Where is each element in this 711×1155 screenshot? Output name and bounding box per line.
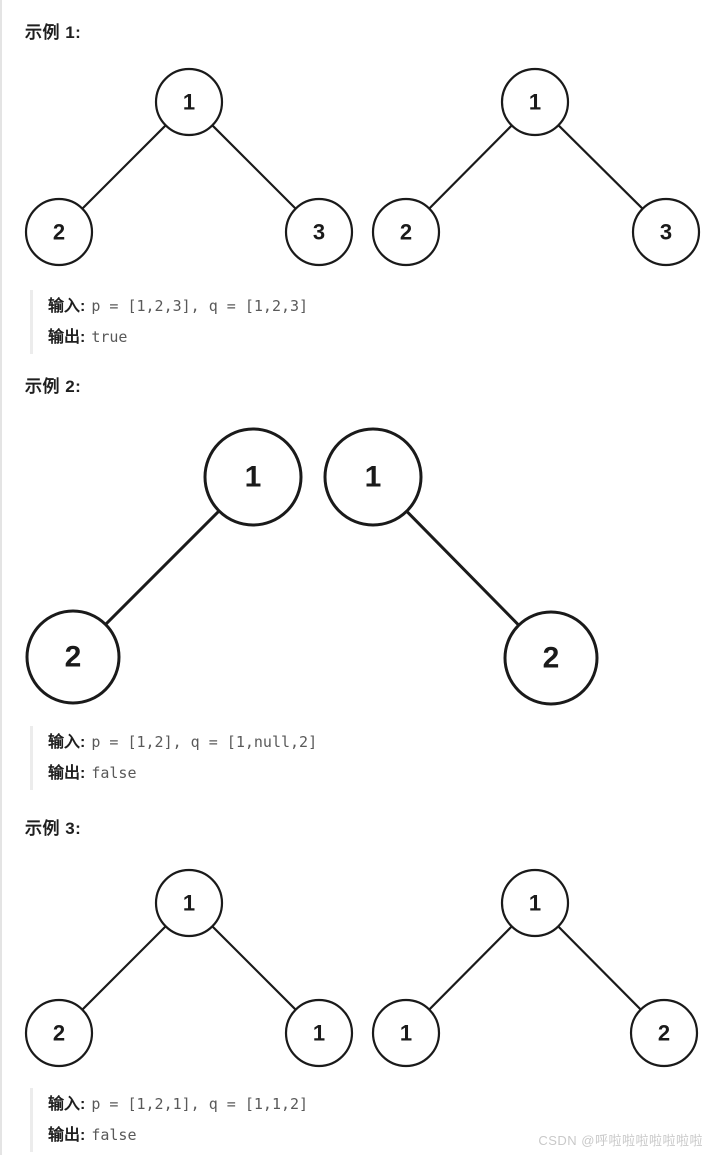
tree-node: 2 [24, 197, 94, 267]
output-line: 输出: false [48, 758, 711, 789]
node-circle [24, 998, 94, 1068]
example-3-section: 示例 3: 1 2 1 1 1 2 输入: p = [1,2,1], q = [1,1,2]… [2, 790, 711, 1152]
node-circle [631, 197, 701, 267]
node-circle [203, 427, 303, 527]
input-line: 输入: p = [1,2,1], q = [1,1,2] [48, 1089, 711, 1120]
example-3-tree-diagram: 1 2 1 1 1 2 [24, 868, 699, 1068]
tree-node: 3 [631, 197, 701, 267]
output-value: true [91, 328, 128, 346]
node-circle [284, 197, 354, 267]
tree-node: 2 [371, 197, 441, 267]
example-2-io-block: 输入: p = [1,2], q = [1,null,2] 输出: false [30, 726, 711, 790]
example-1-tree-diagram: 1 2 3 1 2 3 [24, 67, 701, 267]
tree-node: 1 [500, 868, 570, 938]
node-circle [154, 67, 224, 137]
example-1-title: 示例 1: [25, 23, 82, 42]
output-label: 输出: [48, 765, 86, 782]
input-label: 输入: [48, 734, 86, 751]
tree-node: 2 [629, 998, 699, 1068]
node-circle [500, 868, 570, 938]
node-value: 2 [543, 642, 560, 675]
node-circle [371, 998, 441, 1068]
node-value: 1 [245, 461, 262, 494]
example-1-io-block: 输入: p = [1,2,3], q = [1,2,3] 输出: true [30, 290, 711, 354]
input-value: p = [1,2], q = [1,null,2] [91, 733, 318, 751]
csdn-watermark: CSDN @呼啦啦啦啦啦啦啦 [538, 1133, 703, 1148]
tree-node: 1 [284, 998, 354, 1068]
node-value: 3 [660, 220, 672, 245]
node-circle [154, 868, 224, 938]
input-label: 输入: [48, 298, 86, 315]
node-circle [25, 609, 121, 705]
tree-node: 1 [154, 868, 224, 938]
example-2-section: 示例 2: 1 2 1 2 输入: p = [1,2], q = [1,null,2] … [2, 354, 711, 790]
input-value: p = [1,2,1], q = [1,1,2] [91, 1095, 309, 1113]
node-value: 1 [400, 1021, 412, 1046]
node-circle [284, 998, 354, 1068]
node-circle [24, 197, 94, 267]
tree-node: 2 [503, 610, 599, 706]
node-value: 1 [183, 891, 195, 916]
node-value: 1 [365, 461, 382, 494]
node-value: 1 [183, 90, 195, 115]
tree-node: 2 [24, 998, 94, 1068]
example-2-tree-diagram: 1 2 1 2 [25, 427, 599, 706]
tree-node: 1 [371, 998, 441, 1068]
output-label: 输出: [48, 1127, 86, 1144]
input-line: 输入: p = [1,2], q = [1,null,2] [48, 727, 711, 758]
tree-node: 1 [203, 427, 303, 527]
output-line: 输出: true [48, 322, 711, 353]
node-value: 1 [529, 891, 541, 916]
node-value: 2 [65, 641, 82, 674]
output-value: false [91, 764, 137, 782]
node-circle [500, 67, 570, 137]
example-1-section: 示例 1: 1 2 3 1 2 3 输入: p = [1,2,3], q = [1,2,3]… [2, 0, 711, 354]
tree-node: 1 [500, 67, 570, 137]
node-circle [503, 610, 599, 706]
node-value: 2 [53, 1021, 65, 1046]
node-value: 2 [400, 220, 412, 245]
example-2-title: 示例 2: [25, 377, 82, 396]
input-line: 输入: p = [1,2,3], q = [1,2,3] [48, 291, 711, 322]
node-value: 3 [313, 220, 325, 245]
tree-node: 3 [284, 197, 354, 267]
node-circle [629, 998, 699, 1068]
output-label: 输出: [48, 329, 86, 346]
node-value: 1 [313, 1021, 325, 1046]
example-3-title: 示例 3: [25, 819, 82, 838]
output-value: false [91, 1126, 137, 1144]
input-value: p = [1,2,3], q = [1,2,3] [91, 297, 309, 315]
example-3-io-block: 输入: p = [1,2,1], q = [1,1,2] 输出: false [30, 1088, 711, 1152]
tree-node: 2 [25, 609, 121, 705]
node-value: 2 [658, 1021, 670, 1046]
node-value: 2 [53, 220, 65, 245]
input-label: 输入: [48, 1096, 86, 1113]
output-line: 输出: false [48, 1120, 711, 1151]
node-value: 1 [529, 90, 541, 115]
tree-node: 1 [323, 427, 423, 527]
tree-node: 1 [154, 67, 224, 137]
node-circle [323, 427, 423, 527]
node-circle [371, 197, 441, 267]
